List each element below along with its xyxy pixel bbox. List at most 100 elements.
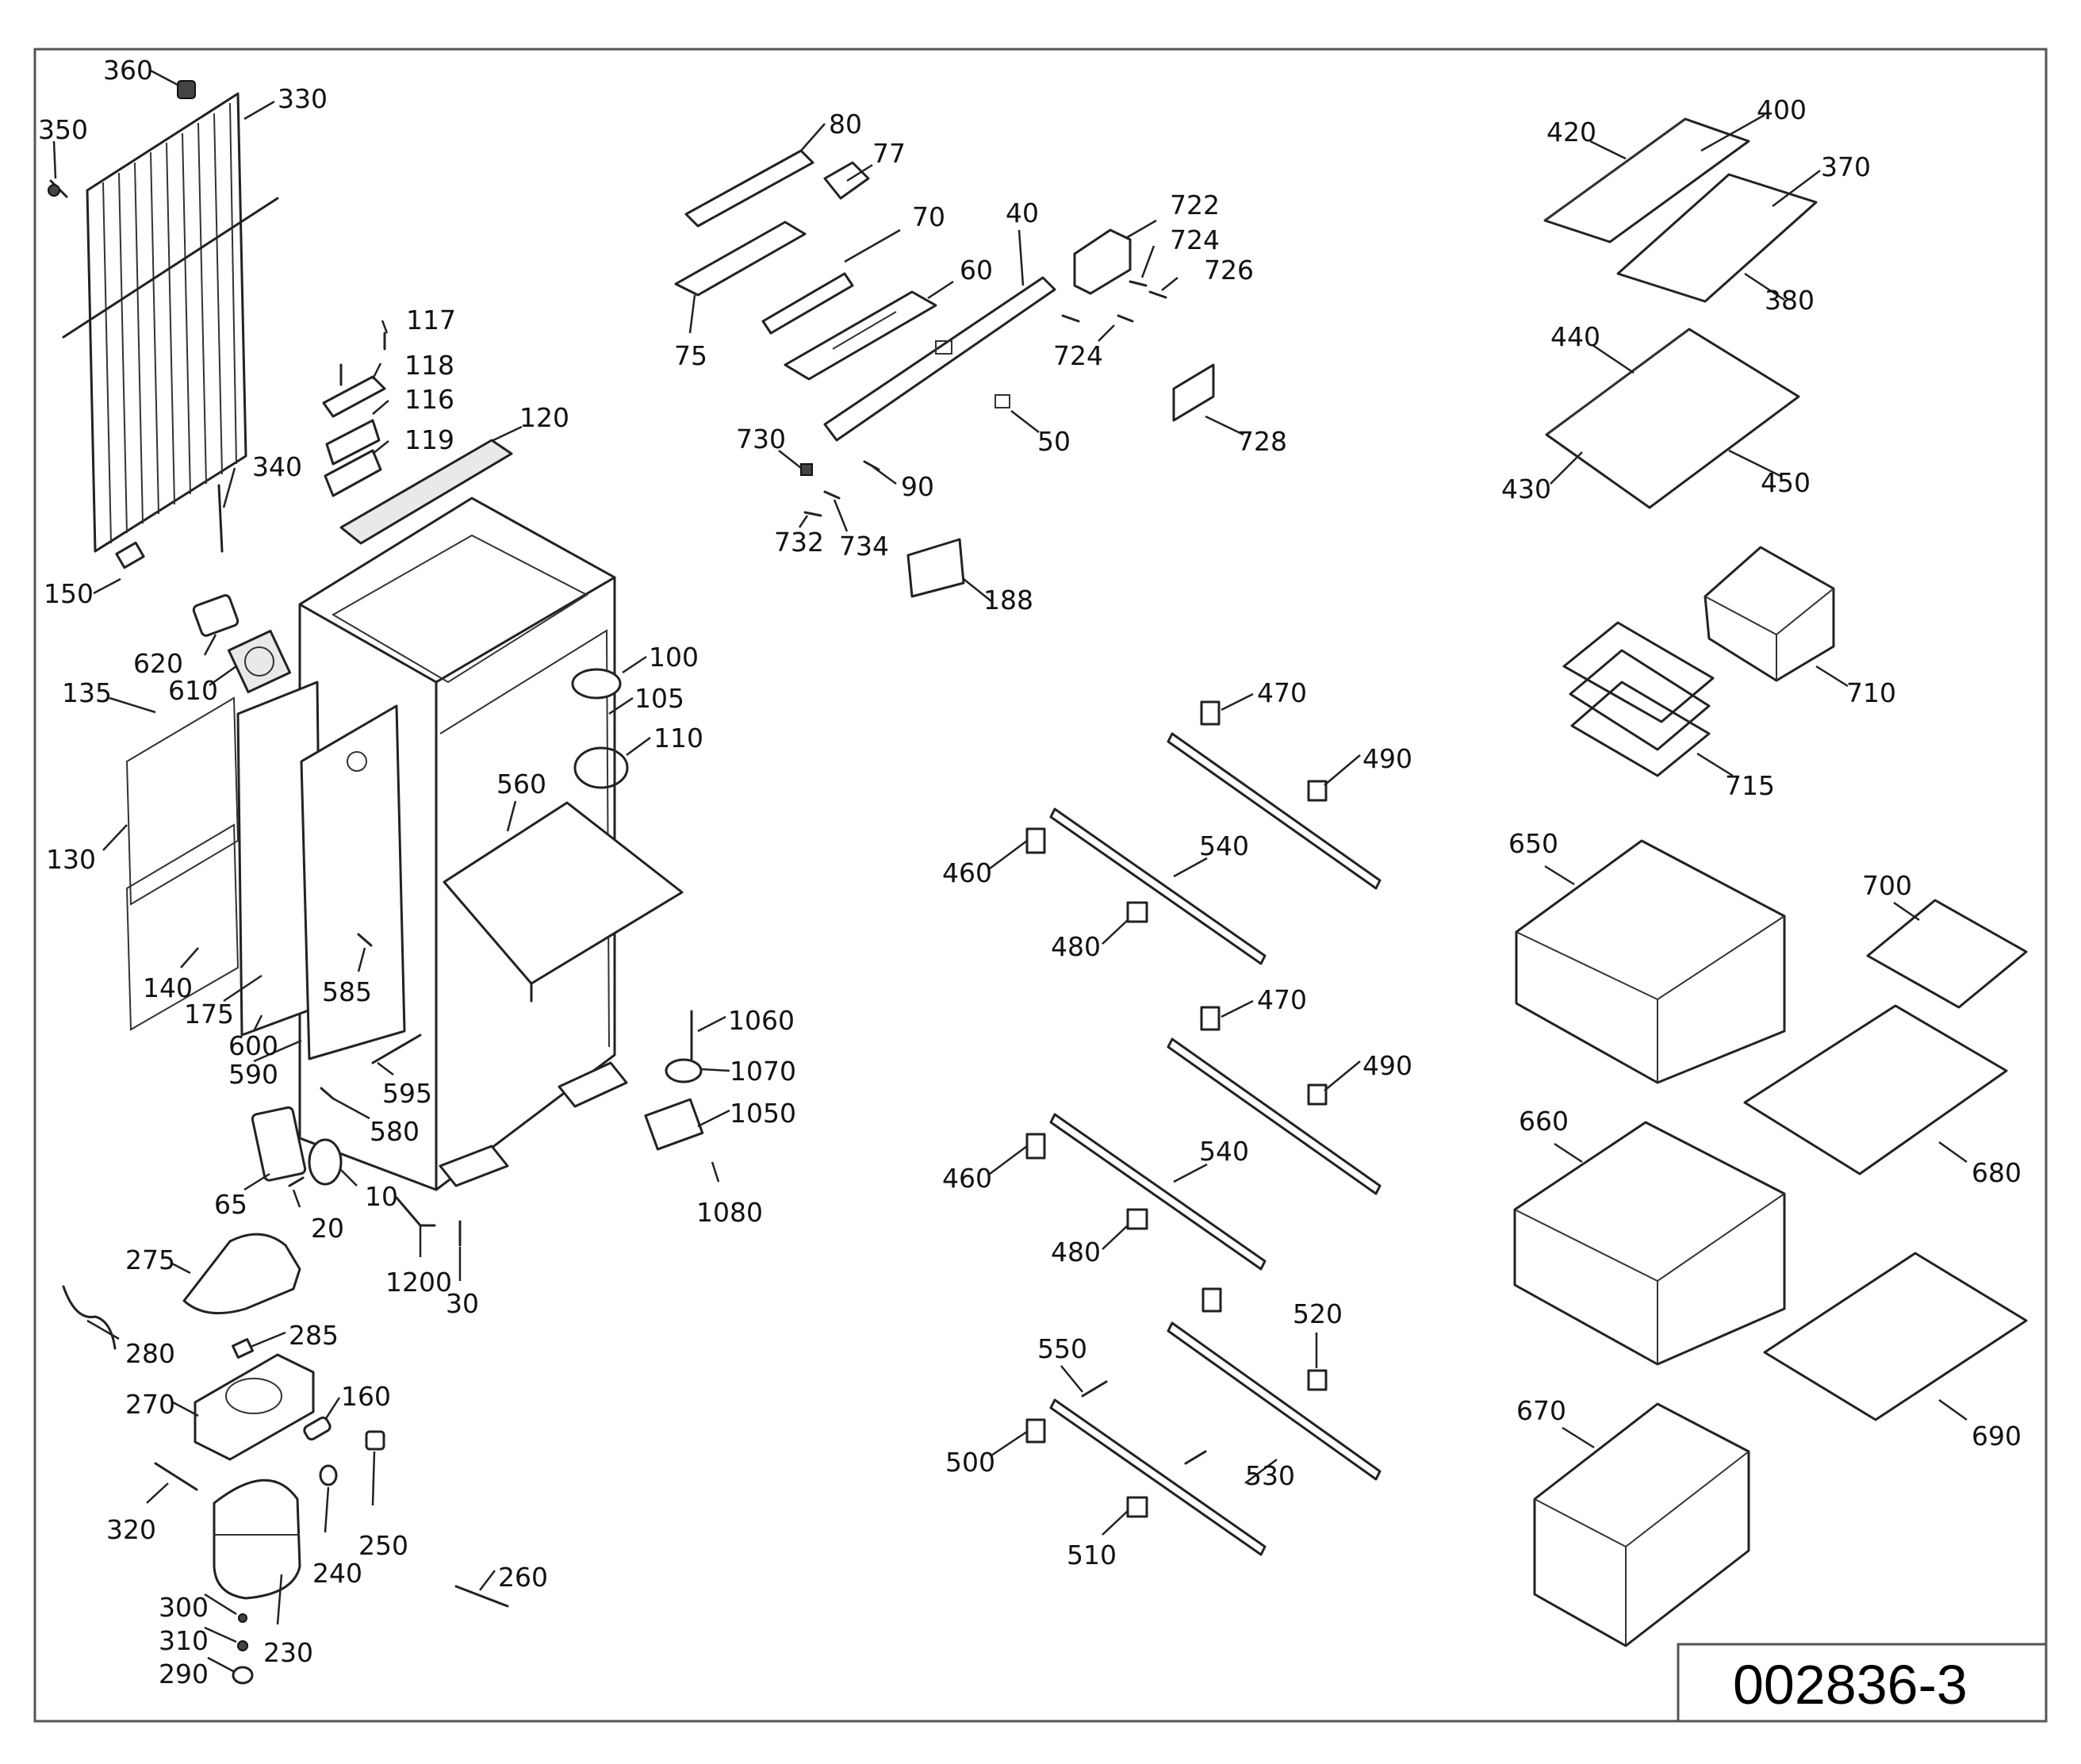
callout-230: 230 — [263, 1637, 313, 1668]
relay-270 — [194, 1353, 315, 1461]
hinge-top — [558, 1061, 628, 1108]
part-285 — [232, 1338, 254, 1359]
duct-120 — [339, 439, 513, 545]
shelf-440 — [1545, 328, 1800, 509]
callout-400: 400 — [1757, 94, 1807, 125]
callout-290: 290 — [159, 1659, 209, 1689]
callout-480: 480 — [1051, 931, 1101, 962]
module-60 — [784, 290, 937, 381]
part-250 — [365, 1430, 385, 1451]
callout-105: 105 — [634, 683, 684, 714]
callout-150: 150 — [44, 578, 94, 609]
callout-560: 560 — [496, 769, 546, 800]
frame-690 — [1763, 1252, 2028, 1421]
cover-80 — [684, 149, 814, 228]
bushing-1070 — [665, 1058, 703, 1083]
rail-540-b2 — [1049, 1113, 1267, 1271]
callout-700: 700 — [1862, 870, 1912, 901]
callout-470b: 470 — [1257, 984, 1307, 1015]
panel-40 — [823, 276, 1056, 442]
callout-1070: 1070 — [730, 1056, 796, 1087]
frame-680 — [1743, 1004, 2008, 1175]
drawer-670 — [1533, 1402, 1750, 1647]
callout-540: 540 — [1199, 830, 1249, 861]
rail-530-2 — [1049, 1398, 1267, 1556]
shelf-400 — [1543, 117, 1750, 244]
callout-50: 50 — [1037, 426, 1071, 457]
bracket-65 — [251, 1106, 307, 1182]
callout-670: 670 — [1516, 1395, 1566, 1426]
rail-540-a2 — [1049, 807, 1267, 965]
holder-150 — [115, 541, 145, 569]
condenser-330 — [62, 92, 279, 553]
callout-490b: 490 — [1362, 1050, 1412, 1081]
callout-350: 350 — [38, 114, 88, 145]
callout-680: 680 — [1972, 1157, 2022, 1188]
screws-724-726 — [1061, 280, 1167, 323]
callout-135: 135 — [62, 677, 112, 708]
callout-160: 160 — [341, 1381, 391, 1412]
callout-240: 240 — [312, 1558, 362, 1589]
screw-350 — [48, 179, 68, 198]
screws-90-732-734 — [803, 460, 880, 517]
heater-260 — [454, 1585, 509, 1608]
callout-320: 320 — [106, 1514, 156, 1545]
callout-330: 330 — [278, 83, 328, 114]
diagram-frame — [33, 48, 2048, 1723]
callout-520: 520 — [1293, 1298, 1343, 1329]
bracket-75 — [674, 220, 807, 297]
callout-260: 260 — [498, 1562, 548, 1593]
drain-tray-275 — [182, 1233, 301, 1315]
callout-734: 734 — [839, 531, 889, 562]
callout-724b: 724 — [1053, 340, 1103, 371]
callout-40: 40 — [1006, 197, 1039, 228]
bracket-620 — [192, 594, 240, 637]
callout-120: 120 — [519, 402, 569, 433]
callout-500: 500 — [945, 1447, 995, 1478]
callout-77: 77 — [872, 138, 906, 169]
callout-530: 530 — [1245, 1460, 1295, 1491]
rail-530-1 — [1167, 1321, 1382, 1481]
callout-1050: 1050 — [730, 1098, 796, 1129]
callout-80: 80 — [829, 109, 862, 140]
callout-590: 590 — [228, 1059, 278, 1090]
callout-715: 715 — [1725, 770, 1775, 801]
callout-90: 90 — [901, 471, 934, 502]
part-730 — [800, 463, 813, 476]
callout-116: 116 — [404, 384, 454, 415]
drawer-650 — [1515, 839, 1786, 1084]
lamp-100 — [571, 668, 622, 700]
callout-420: 420 — [1546, 117, 1596, 148]
callout-labels: 360 330 350 150 340 117 118 116 119 120 … — [38, 55, 2022, 1689]
callout-726: 726 — [1204, 255, 1254, 286]
callout-722: 722 — [1170, 190, 1220, 220]
callout-510: 510 — [1067, 1540, 1117, 1570]
callout-1200: 1200 — [385, 1267, 452, 1298]
callout-30: 30 — [446, 1288, 479, 1319]
callout-10: 10 — [365, 1181, 398, 1212]
callout-1080: 1080 — [696, 1197, 763, 1228]
shelf-560 — [443, 801, 684, 1003]
callout-724: 724 — [1170, 224, 1220, 255]
tray-700 — [1866, 899, 2028, 1009]
callout-188: 188 — [983, 585, 1033, 615]
hinge-bottom — [439, 1145, 509, 1187]
part-188 — [906, 538, 965, 598]
parts-117-119 — [322, 332, 386, 497]
panel-130 — [125, 696, 240, 1031]
callout-460b: 460 — [942, 1163, 992, 1194]
part-300-310-290 — [232, 1613, 254, 1685]
callout-130: 130 — [46, 844, 96, 875]
callout-728: 728 — [1237, 426, 1287, 457]
evaporator-cover-600 — [236, 681, 406, 1060]
rail-540-a1 — [1167, 732, 1382, 890]
bracket-722 — [1073, 228, 1132, 295]
grommet-240 — [319, 1464, 338, 1486]
callout-270: 270 — [125, 1389, 175, 1420]
callout-117: 117 — [406, 305, 456, 336]
callout-20: 20 — [311, 1213, 344, 1244]
rod-595 — [371, 1033, 422, 1064]
drawer-660 — [1513, 1121, 1786, 1366]
ring-110 — [573, 746, 629, 789]
